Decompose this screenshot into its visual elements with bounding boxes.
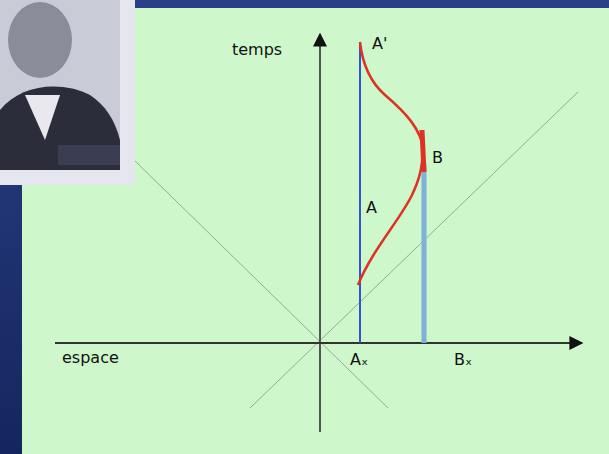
portrait-body (0, 87, 120, 170)
axis-label: temps (232, 42, 282, 58)
point-label: Aₓ (350, 352, 368, 368)
point-label: A' (372, 36, 387, 52)
trajectory (358, 42, 423, 285)
time-axis (319, 34, 321, 432)
space-axis (55, 342, 582, 344)
light-cone (250, 92, 578, 408)
photo (0, 0, 120, 170)
trajectory (422, 130, 424, 172)
world-line (359, 42, 361, 343)
portrait-head (8, 2, 72, 78)
world-line (422, 165, 427, 343)
portrait-collar (25, 95, 60, 140)
photo-frame (0, 0, 135, 185)
light-cone (132, 158, 388, 408)
photo-caption-band (58, 145, 120, 165)
point-label: A (366, 200, 377, 216)
point-label: B (432, 150, 443, 166)
point-label: Bₓ (454, 352, 472, 368)
axis-label: espace (62, 350, 119, 366)
